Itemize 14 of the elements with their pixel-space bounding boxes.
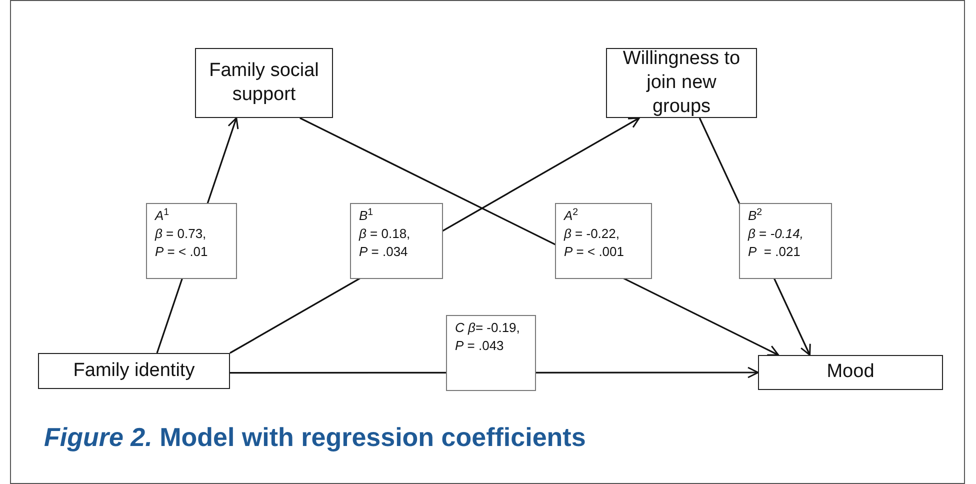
coefficient-box: C β= -0.19, P = .043 — [446, 315, 536, 391]
coefficient-box: A$^{2}$ β = -0.22, P = < .001 — [555, 203, 652, 279]
variable-label: Family social support — [208, 59, 320, 107]
variable-label: Family identity — [73, 358, 195, 383]
figure-caption: Figure 2. Model with regression coefficients — [44, 421, 586, 454]
variable-box — [38, 353, 230, 389]
variable-box — [606, 48, 757, 118]
variable-box — [195, 48, 333, 118]
coefficient-box: A$^{1}$ β = 0.73, P = < .01 — [146, 203, 237, 279]
coefficient-box: B$^{2}$ β = -0.14, P = .021 — [739, 203, 832, 279]
variable-label: Willingness to join new groups — [622, 47, 742, 119]
coefficient-box: B$^{1}$ β = 0.18, P = .034 — [350, 203, 443, 279]
variable-label: Mood — [826, 360, 874, 384]
variable-box — [758, 355, 943, 390]
